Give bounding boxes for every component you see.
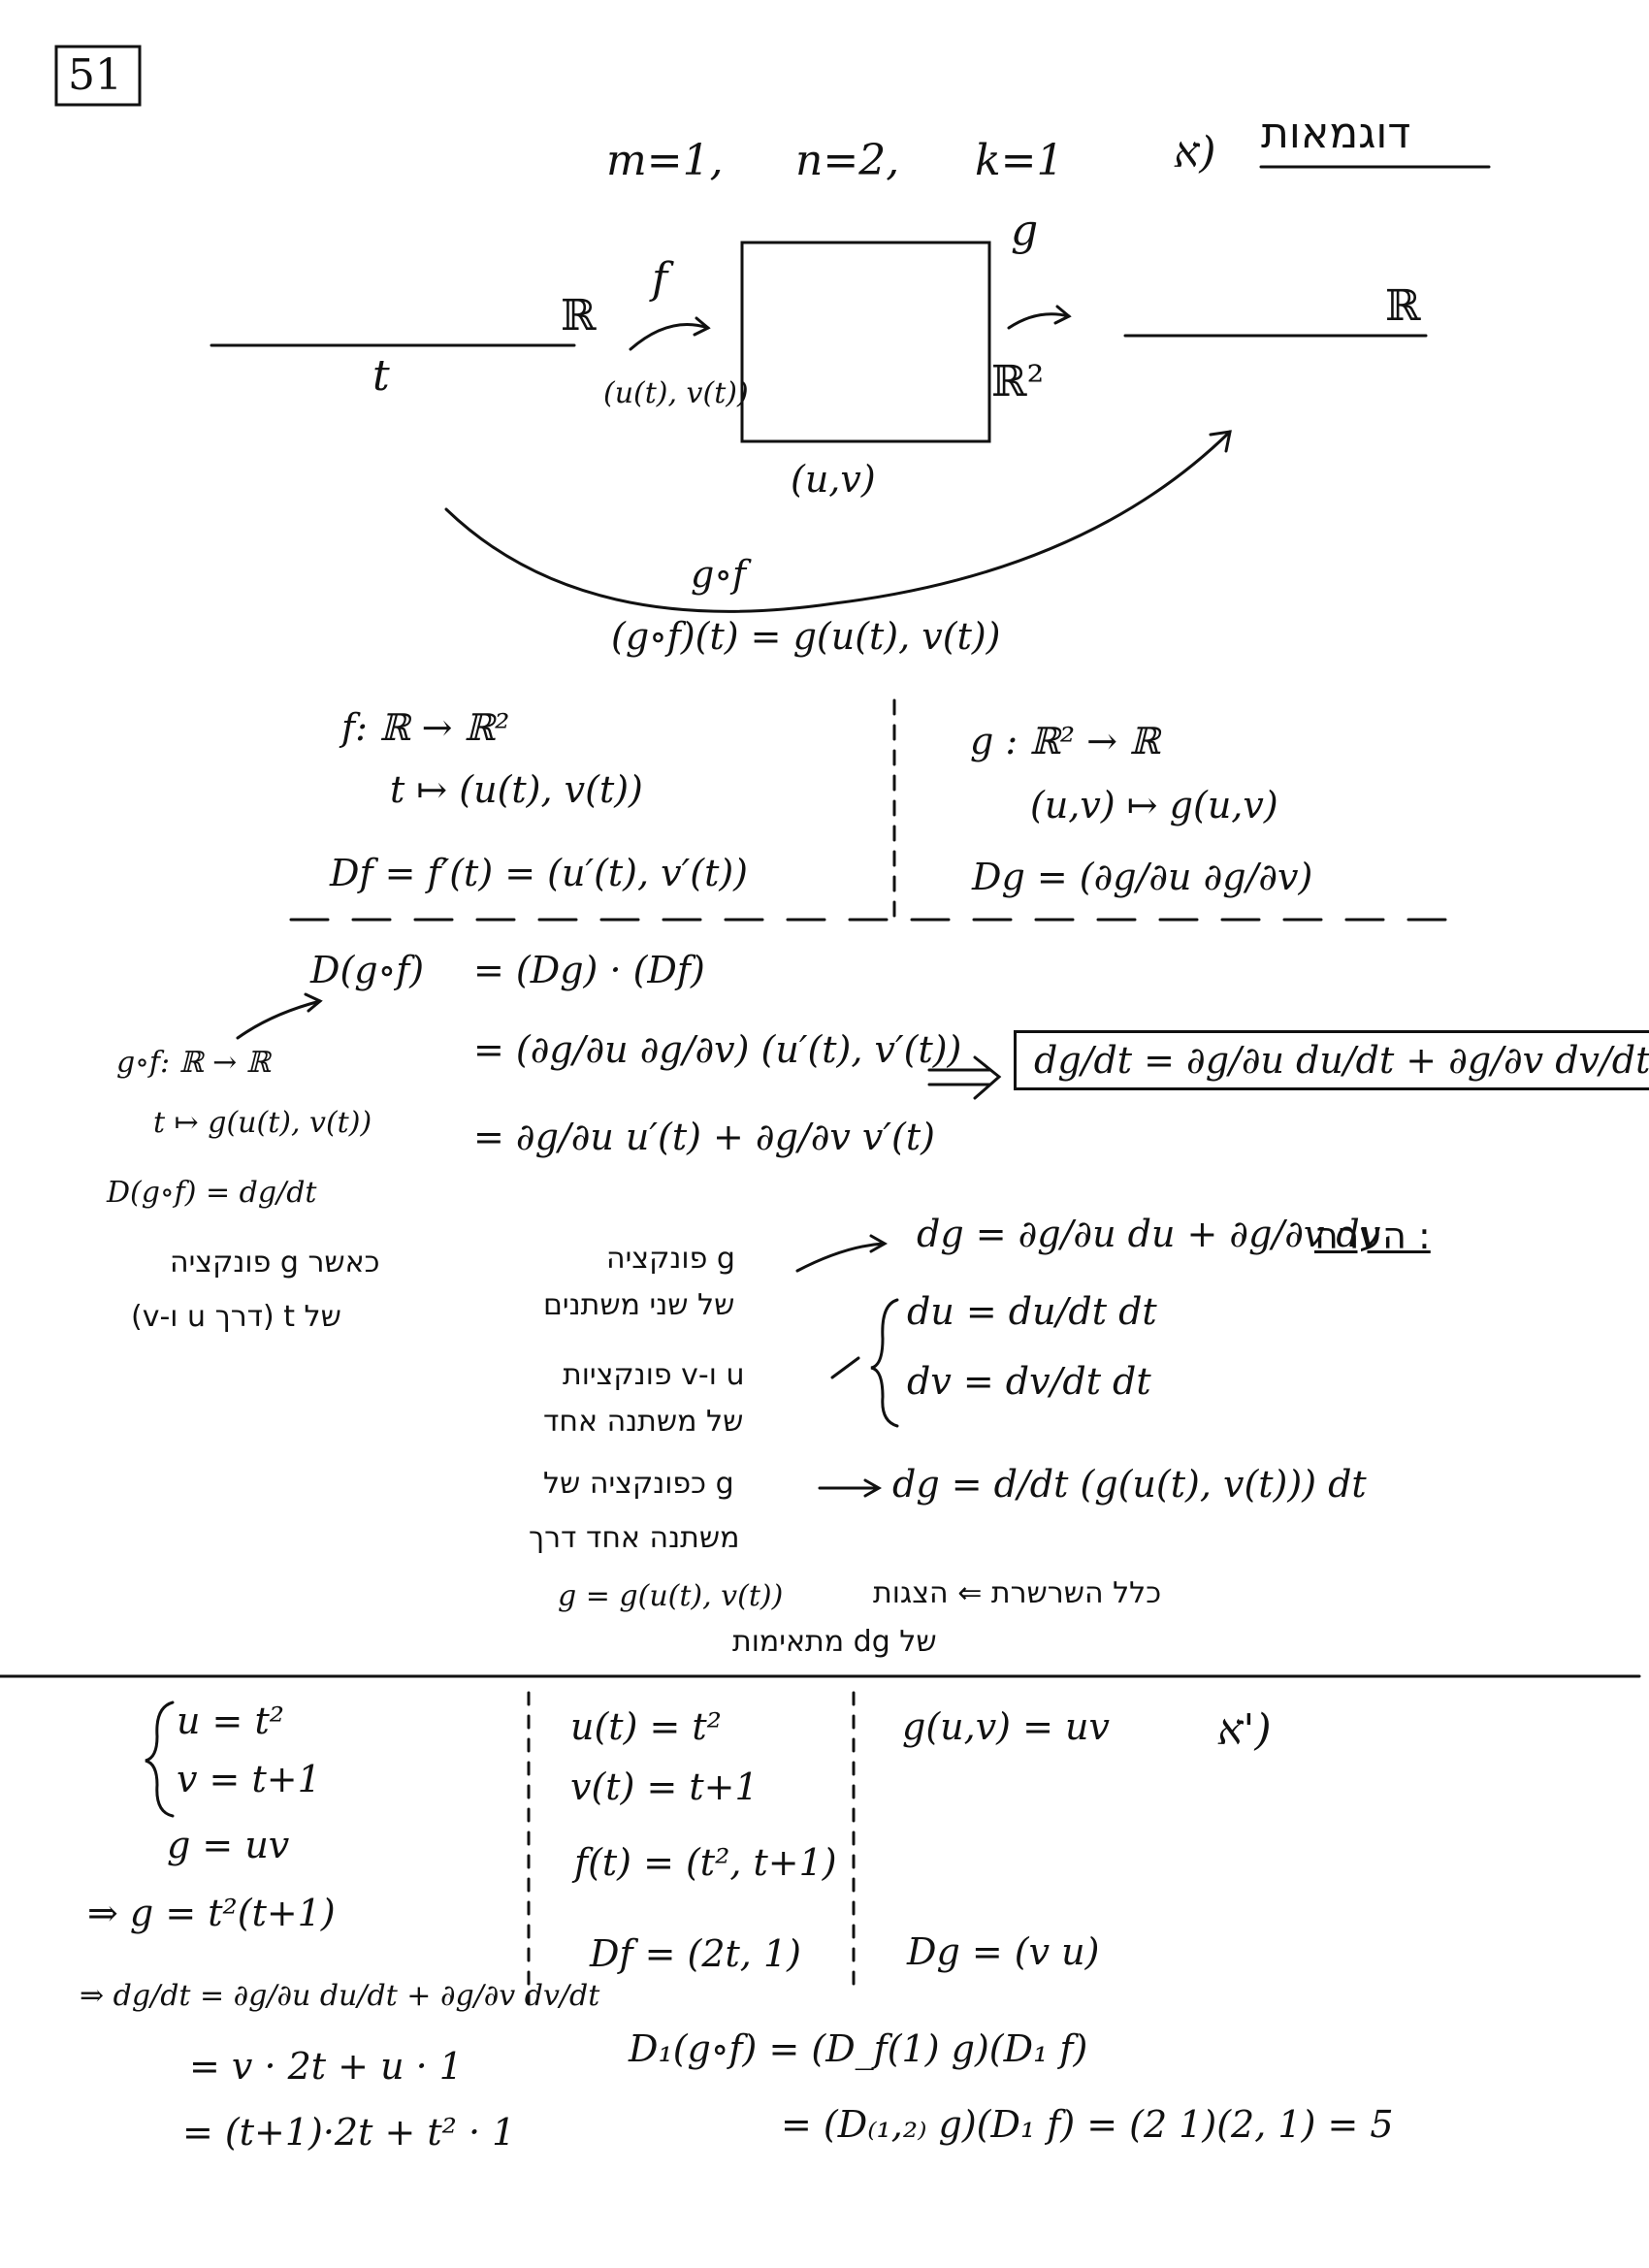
dim-n: n=2, bbox=[795, 136, 900, 185]
note-gof-map: g∘f: ℝ → ℝ bbox=[116, 1046, 271, 1080]
remark-h6: משתנה אחד דרך bbox=[529, 1521, 740, 1555]
note-dgof: D(g∘f) = dg/dt bbox=[107, 1176, 317, 1210]
ex-c3-l2: Dg = (v u) bbox=[907, 1930, 1100, 1973]
remark-h4: של משתנה אחד bbox=[543, 1405, 744, 1439]
ex-c3-l1: g(u,v) = uv bbox=[902, 1705, 1110, 1748]
g-arrow bbox=[1007, 312, 1071, 330]
diagram-gof: g∘f bbox=[691, 553, 747, 596]
chain-boxed-result: dg/dt = ∂g/∂u du/dt + ∂g/∂v dv/dt bbox=[1014, 1030, 1649, 1090]
implies-arrow bbox=[927, 1055, 1002, 1100]
remark-h1: g פונקציה bbox=[606, 1242, 735, 1276]
g-def-1: g : ℝ² → ℝ bbox=[970, 720, 1160, 762]
section-item-label: א) bbox=[1174, 128, 1216, 178]
diagram-g: g bbox=[1011, 206, 1039, 255]
ex-bottom-l2: = (D₍₁,₂₎ g)(D₁ f) = (2 1)(2, 1) = 5 bbox=[781, 2103, 1394, 2146]
ex-c1-l2: v = t+1 bbox=[177, 1758, 321, 1800]
gof-arrow bbox=[444, 430, 1232, 613]
ex-c2-l2: v(t) = t+1 bbox=[570, 1766, 759, 1808]
f-def-2: t ↦ (u(t), v(t)) bbox=[390, 768, 643, 811]
remark-dg: dg = ∂g/∂u du + ∂g/∂v dv bbox=[917, 1213, 1381, 1255]
ex-c1-l5: ⇒ dg/dt = ∂g/∂u du/dt + ∂g/∂v dv/dt bbox=[80, 1979, 600, 2013]
dim-m: m=1, bbox=[606, 136, 724, 185]
page-number-box bbox=[54, 45, 142, 107]
diagram-f: f bbox=[652, 254, 668, 304]
mapping-box bbox=[740, 241, 991, 443]
dim-k: k=1 bbox=[975, 136, 1064, 185]
ex-c2-l3: f(t) = (t², t+1) bbox=[574, 1841, 837, 1884]
brace-example bbox=[145, 1701, 175, 1818]
ex-c1-l6: = v · 2t + u · 1 bbox=[189, 2045, 463, 2088]
page-number: 51 bbox=[68, 50, 122, 100]
brace bbox=[870, 1298, 899, 1428]
diagram-R2: ℝ² bbox=[991, 357, 1045, 406]
remark-h8: כלל השרשרת ⇐ הצגות bbox=[873, 1576, 1162, 1610]
chain-l2: = (∂g/∂u ∂g/∂v) (u′(t), v′(t)) bbox=[473, 1028, 962, 1071]
chain-l1-rhs: = (Dg) · (Df) bbox=[473, 949, 705, 991]
ex-c1-l3: g = uv bbox=[167, 1824, 290, 1866]
remark-dv: dv = dv/dt dt bbox=[907, 1360, 1151, 1403]
f-arrow bbox=[629, 323, 710, 351]
remark-h5: g כפונקציה של bbox=[543, 1467, 734, 1501]
ex-c1-l4: ⇒ g = t²(t+1) bbox=[87, 1892, 336, 1934]
diagram-t: t bbox=[372, 351, 390, 401]
remark-dg2: dg = d/dt (g(u(t), v(t))) dt bbox=[892, 1463, 1367, 1506]
remark-arrow-1 bbox=[795, 1242, 885, 1273]
section-heading: דוגמאות bbox=[1261, 109, 1411, 158]
chain-l1-lhs: D(g∘f) bbox=[310, 949, 425, 991]
ex-c2-l1: u(t) = t² bbox=[570, 1705, 722, 1748]
diagram-uv: (u,v) bbox=[791, 458, 876, 501]
remark-arrow-2 bbox=[830, 1356, 860, 1379]
f-def-3: Df = f′(t) = (u′(t), v′(t)) bbox=[330, 852, 748, 894]
note-hebrew-1: כאשר g פונקציה bbox=[170, 1246, 380, 1280]
remark-du: du = du/dt dt bbox=[907, 1290, 1157, 1333]
diagram-R-right: ℝ bbox=[1385, 281, 1421, 331]
note-hebrew-2: של t (דרך u ו-v) bbox=[131, 1300, 341, 1334]
ex-c1-l1: u = t² bbox=[177, 1700, 284, 1742]
ex-c1-l7: = (t+1)·2t + t² · 1 bbox=[182, 2111, 516, 2154]
diagram-uv-of-t: (u(t), v(t)) bbox=[603, 376, 749, 410]
remark-h9: של dg מתאימות bbox=[732, 1625, 937, 1659]
remark-h2: של שני משתנים bbox=[543, 1288, 735, 1322]
note-gof-rule: t ↦ g(u(t), v(t)) bbox=[153, 1106, 372, 1140]
chain-l3: = ∂g/∂u u′(t) + ∂g/∂v v′(t) bbox=[473, 1116, 935, 1158]
g-def-2: (u,v) ↦ g(u,v) bbox=[1030, 784, 1278, 826]
remark-h3: u ו-v פונקציות bbox=[563, 1358, 745, 1392]
f-def-1: f: ℝ → ℝ² bbox=[341, 706, 510, 749]
ex-bottom-l1: D₁(g∘f) = (D_f(1) g)(D₁ f) bbox=[629, 2027, 1088, 2070]
diagram-gof-def: (g∘f)(t) = g(u(t), v(t)) bbox=[611, 615, 1001, 658]
remark-h7: g = g(u(t), v(t)) bbox=[558, 1579, 784, 1613]
diagram-R-left: ℝ bbox=[561, 291, 597, 340]
example-label: א') bbox=[1217, 1705, 1272, 1755]
remark-label: : הערה bbox=[1314, 1215, 1431, 1257]
note-arrow bbox=[236, 999, 322, 1040]
ex-c2-l4: Df = (2t, 1) bbox=[590, 1932, 801, 1975]
g-def-3: Dg = (∂g/∂u ∂g/∂v) bbox=[972, 856, 1313, 898]
